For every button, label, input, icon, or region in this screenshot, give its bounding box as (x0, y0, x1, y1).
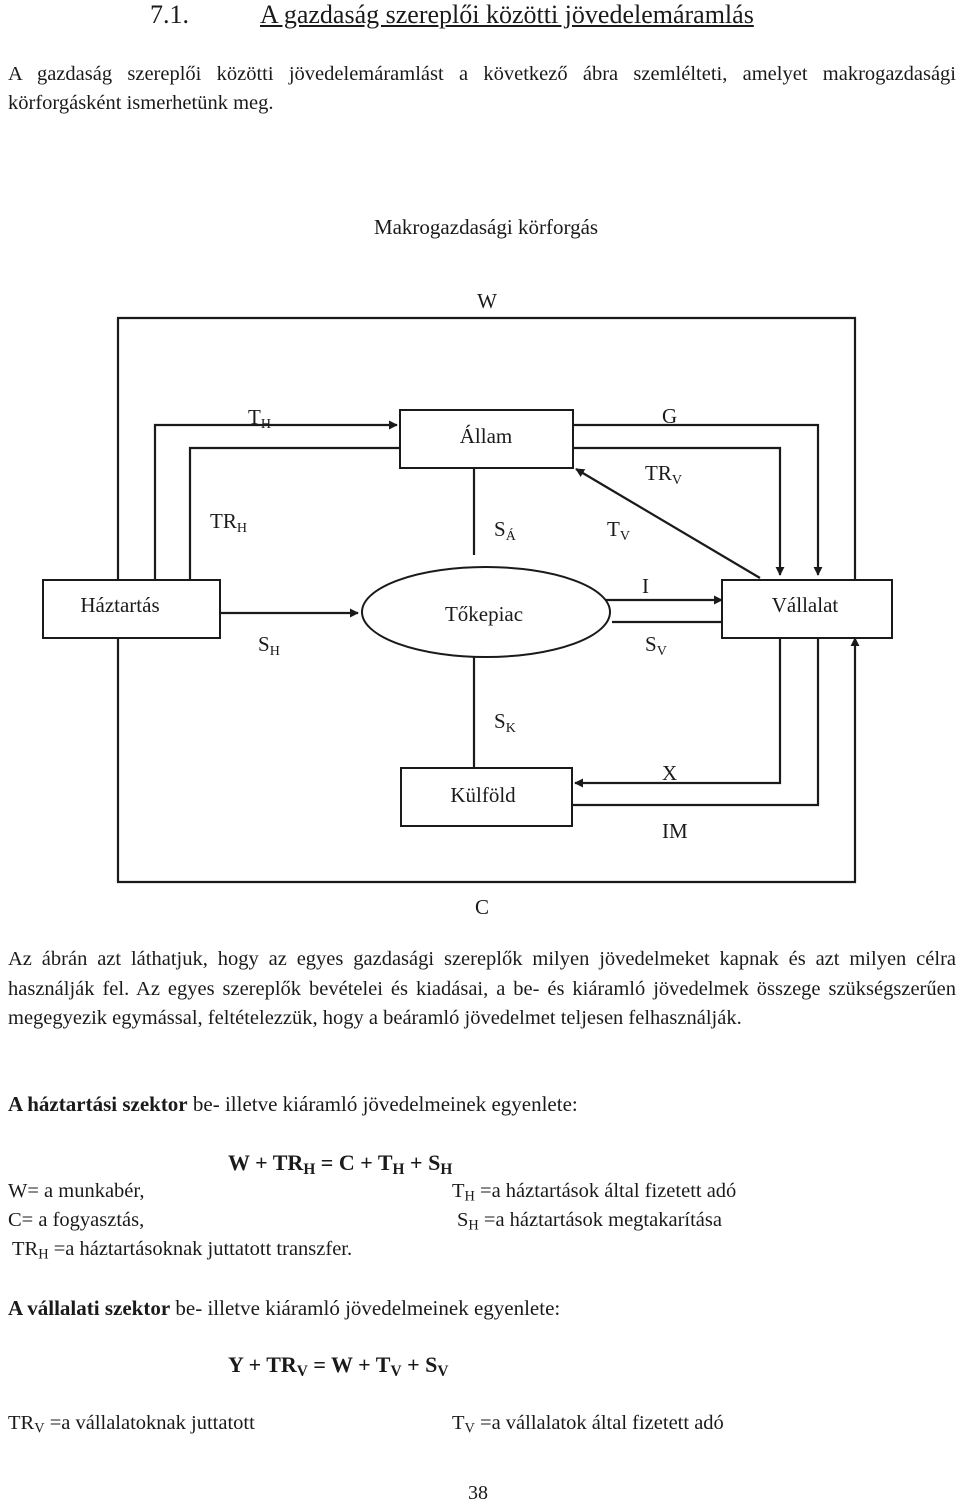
household-heading: A háztartási szektor be- illetve kiáraml… (8, 1092, 578, 1117)
section-title: A gazdaság szereplői közötti jövedelemár… (260, 0, 754, 29)
household-equation: W + TRH = C + TH + SH (228, 1150, 453, 1178)
def-c: C= a fogyasztás, (8, 1209, 145, 1231)
flow-c-line (116, 637, 860, 884)
section-heading: 7.1. A gazdaság szereplői közötti jövedel… (150, 0, 754, 30)
flow-th-line (153, 420, 398, 595)
label-trh: TRH (210, 509, 247, 536)
node-vallalat-box (721, 579, 893, 639)
node-allam-box (399, 409, 574, 469)
def-th: TH =a háztartások által fizetett adó (452, 1180, 737, 1205)
flow-im-line (572, 638, 820, 807)
node-vallalat: Vállalat (772, 593, 839, 617)
intro-paragraph: A gazdaság szereplői közötti jövedelemár… (8, 63, 956, 114)
label-g: G (662, 404, 677, 428)
label-tv: TV (607, 517, 630, 544)
label-x: X (662, 761, 677, 785)
firm-equation: Y + TRV = W + TV + SV (228, 1352, 449, 1380)
node-tokepiac-shape (361, 566, 611, 658)
def-trh: TRH =a háztartásoknak juttatott transzfe… (12, 1238, 353, 1263)
circular-flow-diagram: Makrogazdasági körforgás Állam Háztartás… (42, 215, 893, 919)
household-heading-bold: A háztartási szektor (8, 1092, 188, 1116)
node-kulfold: Külföld (450, 783, 516, 807)
label-th: TH (248, 405, 271, 432)
def-sh: SH =a háztartások megtakarítása (457, 1209, 722, 1234)
flow-trh-line (185, 446, 400, 593)
node-haztartas-box (42, 579, 221, 639)
def-trv: TRV =a vállalatoknak juttatott (8, 1412, 255, 1437)
flow-x-line (574, 638, 782, 788)
label-i: I (642, 574, 649, 598)
label-trv: TRV (645, 461, 682, 488)
label-sh: SH (258, 632, 280, 659)
flow-w-c-line (113, 316, 857, 596)
explanation-paragraph: Az ábrán azt láthatjuk, hogy az egyes ga… (8, 945, 956, 1034)
firm-heading-bold: A vállalati szektor (8, 1296, 171, 1320)
household-heading-rest: be- illetve kiáramló jövedelmeinek egyen… (187, 1092, 578, 1116)
label-im: IM (662, 819, 688, 843)
def-w: W= a munkabér, (8, 1180, 145, 1202)
flow-trv-line (573, 446, 785, 576)
label-sv: SV (645, 632, 667, 659)
firm-heading: A vállalati szektor be- illetve kiáramló… (8, 1296, 560, 1321)
page-number: 38 (468, 1482, 488, 1504)
label-c: C (475, 895, 489, 919)
def-tv: TV =a vállalatok által fizetett adó (452, 1412, 724, 1437)
flow-g-line (573, 423, 823, 576)
node-haztartas: Háztartás (80, 593, 159, 617)
label-w: W (477, 289, 497, 313)
diagram-title: Makrogazdasági körforgás (374, 215, 598, 239)
section-number: 7.1. (150, 0, 189, 29)
label-sa: SÁ (494, 517, 517, 544)
firm-heading-rest: be- illetve kiáramló jövedelmeinek egyen… (170, 1296, 561, 1320)
node-tokepiac: Tőkepiac (445, 602, 523, 626)
label-sk: SK (494, 709, 516, 736)
node-kulfold-box (400, 767, 573, 827)
node-allam: Állam (460, 424, 513, 448)
explanation-text: Az ábrán azt láthatjuk, hogy az egyes ga… (8, 948, 956, 1029)
flow-tv-line (575, 468, 761, 579)
